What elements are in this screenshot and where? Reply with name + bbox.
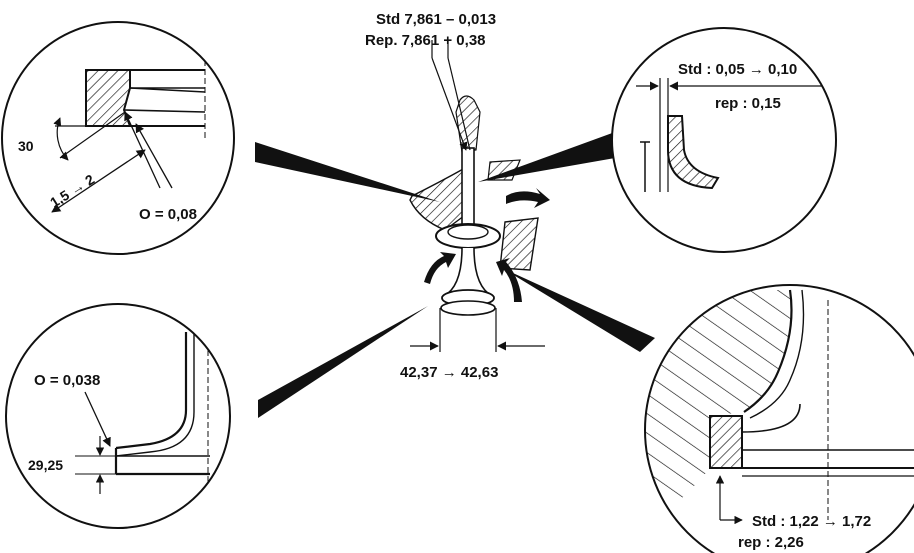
label-head-29: 29,25: [28, 457, 63, 473]
label-stem-std: Std 7,861 – 0,013: [376, 11, 496, 28]
label-guide-rep: rep : 0,15: [715, 95, 781, 112]
label-head-o: O = 0,038: [34, 372, 100, 389]
central-valve: [409, 40, 550, 352]
detail-circle-seat-insert: Std : 1,22 → 1,72 rep : 2,26: [644, 284, 914, 553]
connector-wedges: [255, 132, 655, 418]
detail-circle-valve-head: O = 0,038 29,25: [5, 303, 231, 529]
label-insert-std: Std : 1,22 → 1,72: [752, 513, 871, 530]
label-guide-std: Std : 0,05 → 0,10: [678, 61, 797, 78]
label-angle-30: 30: [18, 138, 34, 154]
detail-circle-guide-clearance: Std : 0,05 → 0,10 rep : 0,15: [611, 27, 837, 253]
detail-circle-seat-angle: 30 1,5 → 2 O = 0,08: [1, 21, 235, 255]
wedge-top-left: [255, 142, 440, 202]
wedge-bottom-right: [502, 268, 655, 352]
label-insert-rep: rep : 2,26: [738, 534, 804, 551]
label-seat-o: O = 0,08: [139, 206, 197, 223]
label-stem-rep: Rep. 7,861 + 0,38: [365, 32, 486, 49]
wedge-bottom-left: [258, 306, 428, 418]
label-head-diameter: 42,37 → 42,63: [400, 364, 498, 381]
